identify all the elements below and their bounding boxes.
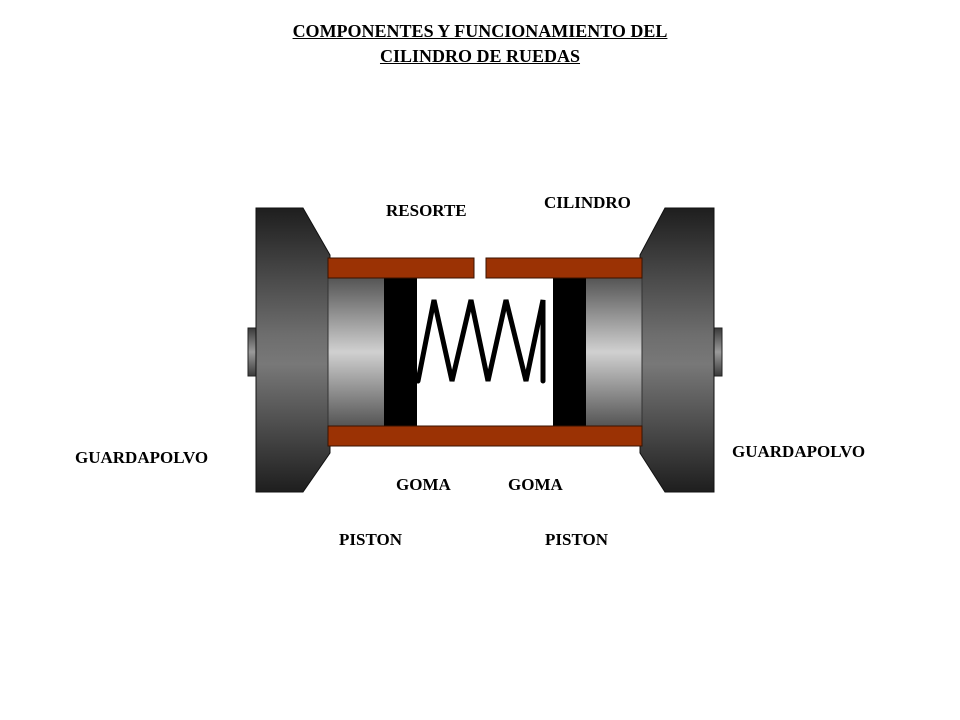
- label-goma-left: GOMA: [396, 475, 451, 494]
- label-cilindro: CILINDRO: [544, 193, 631, 212]
- label-guardapolvo-right: GUARDAPOLVO: [732, 442, 866, 461]
- right-rubber-seal: [553, 278, 586, 426]
- label-piston-right: PISTON: [545, 530, 608, 549]
- left-rubber-seal: [384, 278, 417, 426]
- right-piston: [584, 277, 643, 427]
- spring: [415, 299, 546, 384]
- cylinder-wall-top-right: [485, 257, 643, 279]
- title-line-2: CILINDRO DE RUEDAS: [379, 46, 581, 66]
- label-goma-right: GOMA: [508, 475, 563, 494]
- cylinder-wall-bottom: [327, 425, 643, 447]
- right-dust-boot: [639, 207, 715, 493]
- label-guardapolvo-left: GUARDAPOLVO: [75, 448, 209, 467]
- label-resorte: RESORTE: [386, 201, 467, 220]
- title-line-1: COMPONENTES Y FUNCIONAMIENTO DEL: [292, 21, 668, 41]
- left-piston: [327, 277, 387, 427]
- left-dust-boot: [255, 207, 331, 493]
- cylinder-wall-top-left: [327, 257, 475, 279]
- label-piston-left: PISTON: [339, 530, 402, 549]
